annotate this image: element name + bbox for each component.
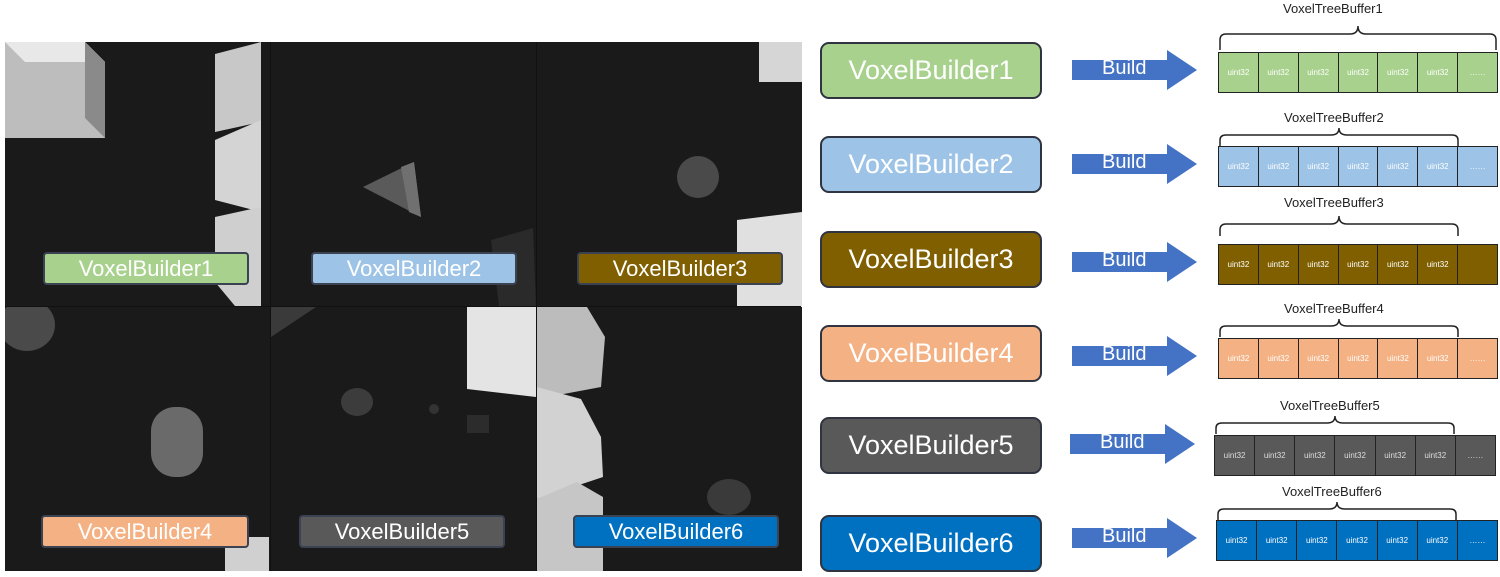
buffer-slot: uint32 [1219, 147, 1259, 186]
buffer-slot: uint32 [1378, 339, 1419, 378]
buffer-slot: …… [1457, 521, 1497, 560]
buffer-slot: uint32 [1298, 339, 1339, 378]
buffer-slot: uint32 [1377, 521, 1418, 560]
buffer-slot: uint32 [1337, 521, 1378, 560]
scene-render-5 [271, 307, 536, 433]
buffer-slot: uint32 [1295, 436, 1336, 475]
buffer-slot: uint32 [1219, 339, 1259, 378]
buffer-slot: uint32 [1378, 53, 1419, 92]
buffer-slot: uint32 [1297, 521, 1338, 560]
builder-box-3: VoxelBuilder3 [820, 231, 1042, 288]
buffer-title-2: VoxelTreeBuffer2 [1284, 110, 1384, 125]
buffer-slot: uint32 [1417, 521, 1458, 560]
build-label-1: Build [1102, 57, 1147, 79]
arrow-right-icon [1072, 144, 1197, 184]
curly-brace-icon [1215, 415, 1455, 434]
buffer-slot: uint32 [1258, 245, 1299, 284]
preview-cell-6: VoxelBuilder6 [537, 307, 802, 571]
build-arrow-1: Build [1072, 50, 1202, 90]
build-label-5: Build [1100, 431, 1145, 453]
builder-box-4: VoxelBuilder4 [820, 325, 1042, 382]
buffer-slot: …… [1458, 339, 1498, 378]
preview-cell-2: VoxelBuilder2 [271, 42, 536, 306]
buffer-title-3: VoxelTreeBuffer3 [1284, 195, 1384, 210]
buffer-slot: …… [1458, 53, 1498, 92]
curly-brace-icon [1219, 127, 1459, 146]
build-arrow-3: Build [1072, 242, 1202, 282]
preview-cell-3: VoxelBuilder3 [537, 42, 802, 306]
build-label-3: Build [1102, 249, 1147, 271]
buffer-slot: uint32 [1415, 436, 1456, 475]
buffer-slot: uint32 [1255, 436, 1296, 475]
buffer-slot: uint32 [1418, 147, 1459, 186]
builder-box-1: VoxelBuilder1 [820, 42, 1042, 99]
buffer-slot: uint32 [1338, 147, 1379, 186]
buffer-title-1: VoxelTreeBuffer1 [1283, 1, 1383, 16]
builder-box-5: VoxelBuilder5 [820, 417, 1042, 474]
buffer-slot: uint32 [1257, 521, 1298, 560]
build-label-2: Build [1102, 151, 1147, 173]
arrow-right-icon [1072, 518, 1197, 558]
preview-label-6: VoxelBuilder6 [573, 515, 779, 548]
preview-label-1: VoxelBuilder1 [43, 252, 249, 285]
preview-label-4: VoxelBuilder4 [41, 515, 249, 548]
buffer-slot: uint32 [1219, 53, 1259, 92]
arrow-right-icon [1070, 424, 1195, 464]
buffer-slot: uint32 [1217, 521, 1258, 560]
build-arrow-4: Build [1072, 336, 1202, 376]
preview-label-3: VoxelBuilder3 [577, 252, 783, 285]
preview-label-2: VoxelBuilder2 [311, 252, 517, 285]
buffer-slot: uint32 [1338, 245, 1379, 284]
buffer-slot: uint32 [1298, 53, 1339, 92]
arrow-right-icon [1072, 336, 1197, 376]
buffer-slot: uint32 [1215, 436, 1256, 475]
scene-render-6 [537, 307, 751, 571]
buffer-slot: uint32 [1258, 147, 1299, 186]
curly-brace-icon [1219, 25, 1497, 50]
buffer-slot: …… [1458, 147, 1498, 186]
build-label-6: Build [1102, 525, 1147, 547]
buffer-title-4: VoxelTreeBuffer4 [1284, 301, 1384, 316]
buffer-slot: uint32 [1258, 339, 1299, 378]
buffer-slot: uint32 [1378, 147, 1419, 186]
curly-brace-icon [1217, 501, 1457, 520]
buffer-slot: uint32 [1298, 245, 1339, 284]
voxel-preview-grid: VoxelBuilder1 VoxelBuilder2 VoxelBuilder… [5, 42, 802, 571]
buffer-slot: …… [1455, 436, 1495, 475]
arrow-right-icon [1072, 50, 1197, 90]
buffer-slot: uint32 [1298, 147, 1339, 186]
buffer-slot [1458, 245, 1498, 284]
buffer-slot: uint32 [1375, 436, 1416, 475]
buffer-slot: uint32 [1338, 53, 1379, 92]
buffer-slot: uint32 [1258, 53, 1299, 92]
build-label-4: Build [1102, 343, 1147, 365]
curly-brace-icon [1219, 215, 1459, 236]
build-arrow-6: Build [1072, 518, 1202, 558]
preview-cell-5: VoxelBuilder5 [271, 307, 536, 571]
arrow-right-icon [1072, 242, 1197, 282]
buffer-slot: uint32 [1418, 53, 1459, 92]
buffer-slot: uint32 [1338, 339, 1379, 378]
buffer-slot: uint32 [1219, 245, 1259, 284]
builder-box-6: VoxelBuilder6 [820, 515, 1042, 572]
buffer-slot: uint32 [1335, 436, 1376, 475]
buffer-title-6: VoxelTreeBuffer6 [1282, 484, 1382, 499]
buffer-slot: uint32 [1418, 339, 1459, 378]
build-arrow-2: Build [1072, 144, 1202, 184]
buffer-title-5: VoxelTreeBuffer5 [1280, 398, 1380, 413]
builder-box-2: VoxelBuilder2 [820, 136, 1042, 193]
buffer-slot: uint32 [1418, 245, 1459, 284]
preview-label-5: VoxelBuilder5 [299, 515, 505, 548]
preview-cell-1: VoxelBuilder1 [5, 42, 270, 306]
preview-cell-4: VoxelBuilder4 [5, 307, 270, 571]
buffer-slot: uint32 [1378, 245, 1419, 284]
curly-brace-icon [1219, 318, 1459, 337]
build-arrow-5: Build [1070, 424, 1200, 464]
